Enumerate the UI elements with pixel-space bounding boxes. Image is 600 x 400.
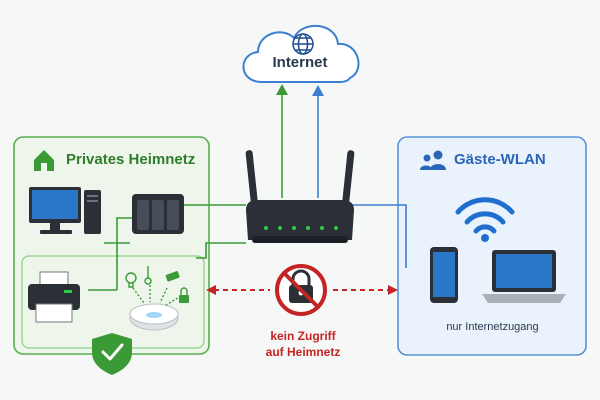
wifi-dot: [481, 234, 489, 242]
thermometer-icon: [144, 266, 152, 285]
router-antenna-left: [245, 150, 258, 205]
guest-network-note: nur Internetzugang: [446, 321, 539, 333]
guest-network-title: Gäste-WLAN: [454, 151, 546, 168]
guest-connection-lines: [317, 95, 407, 268]
printer: [28, 271, 80, 323]
router-status-leds: [264, 226, 338, 230]
lightbulb-icon: [125, 272, 137, 288]
shield-check-icon: [92, 333, 132, 375]
desktop-computer: [29, 187, 101, 234]
blocked-note-line2: auf Heimnetz: [265, 345, 341, 359]
blocked-lock-icon: [275, 264, 327, 316]
globe-icon: [292, 33, 314, 55]
smart-home-hub: [129, 303, 179, 331]
smart-lock-icon: [179, 287, 189, 303]
blocked-connection: [206, 285, 398, 295]
users-icon: [420, 150, 446, 170]
router-antenna-right: [342, 150, 355, 205]
private-network-title: Privates Heimnetz: [66, 151, 196, 168]
home-icon: [34, 150, 54, 171]
blocked-note-line1: kein Zugriff: [270, 329, 336, 343]
arrow-up-green: [276, 84, 288, 95]
internet-cloud: [242, 24, 360, 83]
router: [245, 150, 355, 243]
camera-icon: [165, 271, 180, 282]
iot-signal-lines: [132, 285, 182, 306]
wifi-icon: [455, 197, 515, 234]
internet-label: Internet: [272, 54, 328, 71]
arrow-up-blue: [312, 85, 324, 96]
laptop: [482, 250, 566, 303]
smartphone: [430, 247, 458, 303]
nas-storage: [132, 194, 184, 234]
